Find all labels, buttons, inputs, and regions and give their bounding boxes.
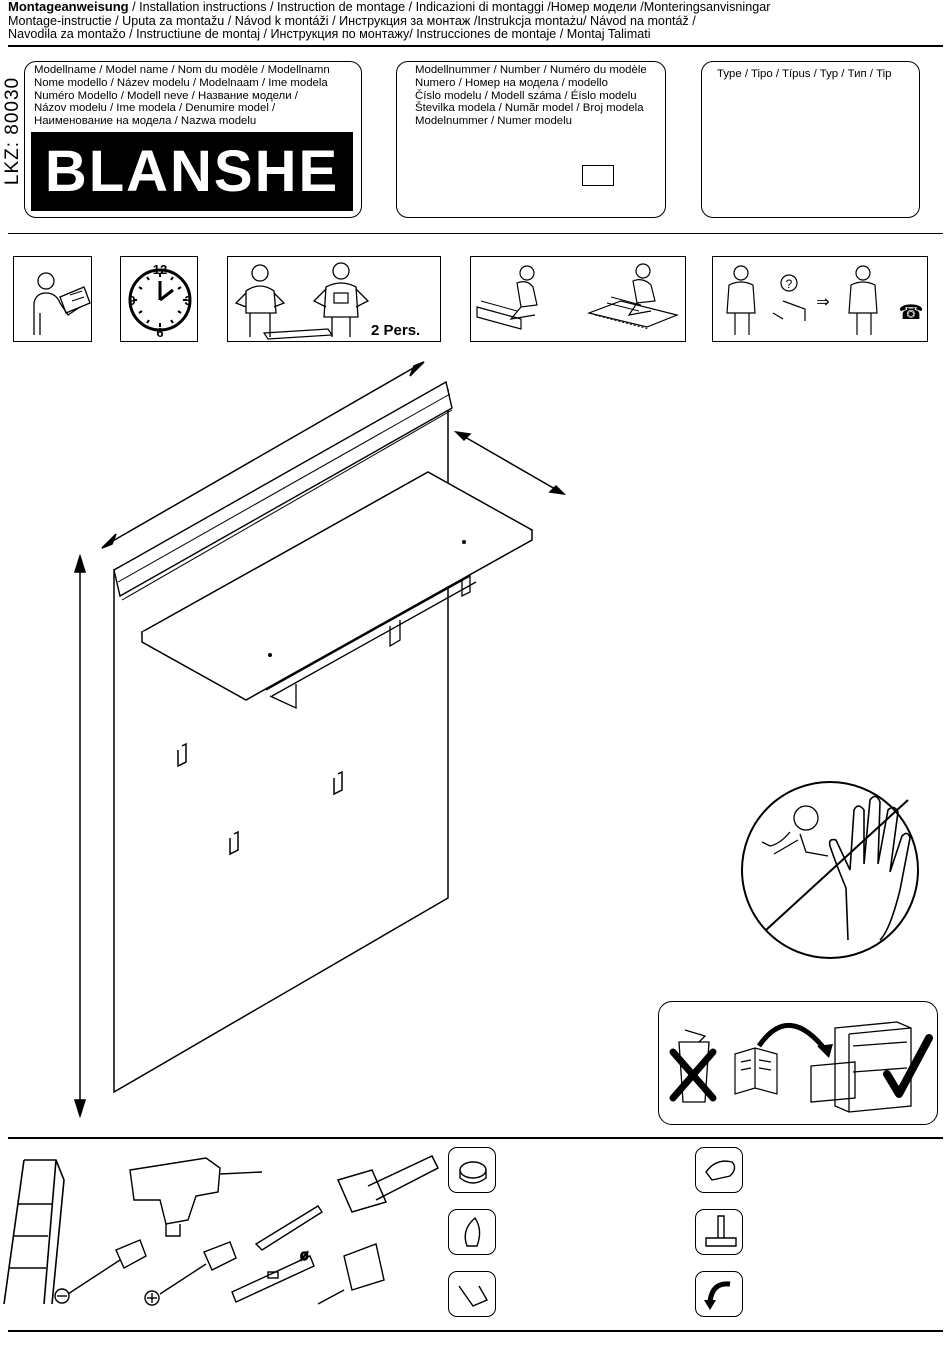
svg-text:⇒: ⇒ (816, 292, 829, 311)
svg-text:12: 12 (153, 262, 167, 277)
rubber-mallet-icon-box (695, 1209, 743, 1255)
flat-screwdriver-icon (54, 1239, 147, 1304)
ladder-icon (3, 1159, 65, 1305)
person-reading-icon (33, 272, 91, 335)
check-mark-icon (883, 1034, 933, 1098)
mallet-icon (705, 1215, 737, 1247)
stop-hand-icon (828, 795, 911, 941)
section-rule (8, 233, 943, 234)
hammer-icon (336, 1155, 440, 1213)
tape-measure-icon (317, 1243, 385, 1305)
svg-text:?: ? (786, 277, 793, 291)
model-number-box: Modellnummer / Number / Numéro du modèle… (396, 61, 666, 218)
svg-text:☎: ☎ (899, 300, 924, 324)
two-workers-icon (234, 262, 370, 340)
missing-parts-contact-pictogram: ? ⇒ ☎ (712, 256, 928, 342)
header-line-2: Montage-instructie / Uputa za montažu / … (8, 13, 696, 28)
filing-cabinet-icon (810, 1021, 912, 1113)
model-number-field (582, 165, 614, 186)
time-pictogram: 12 3 6 9 (120, 256, 198, 342)
header: Montageanweisung / Installation instruct… (8, 0, 943, 42)
cleaning-icon-box (448, 1271, 496, 1317)
floor-assembly-icon (476, 263, 679, 330)
booklet-icon (734, 1047, 778, 1095)
drill-bit-icon: ø (254, 1205, 323, 1265)
drill-icon (129, 1157, 263, 1237)
coat-hook-2 (333, 770, 343, 796)
svg-text:3: 3 (184, 293, 191, 308)
model-number-label-2: Numero / Номер на модела / modello (415, 76, 608, 89)
type-label: Type / Tipo / Típus / Typ / Тип / Tip (717, 68, 892, 80)
adhesive-tape-icon (459, 1161, 487, 1184)
header-rule (8, 45, 943, 47)
model-name-label-5: Наименование на модела / Nazwa modelu (34, 115, 257, 128)
keep-instructions-box (658, 1001, 938, 1125)
assemble-on-floor-pictogram (470, 256, 686, 342)
model-name-label-1: Modellname / Model name / Nom du modèle … (34, 64, 330, 76)
rotate-arrow-icon (704, 1281, 731, 1310)
model-number-label-3: Číslo modelu / Modell száma / Éíslo mode… (415, 89, 637, 102)
tools-rule-bottom (8, 1330, 943, 1332)
model-name-label-4: Názov modelu / Ime modela / Denumire mod… (34, 102, 276, 115)
type-box: Type / Tipo / Típus / Typ / Тип / Tip (701, 61, 920, 218)
baby-icon (761, 805, 829, 857)
model-name-label-2: Nome modello / Název modelu / Modelnaam … (34, 76, 328, 89)
header-line-3: Navodila za montažo / Instructiune de mo… (8, 27, 651, 42)
curved-arrow (756, 1022, 829, 1054)
model-number-label-5: Modelnummer / Numer modelu (415, 115, 572, 128)
trash-bin-icon (678, 1029, 710, 1103)
rotate-icon-box (695, 1271, 743, 1317)
model-name-box: Modellname / Model name / Nom du modèle … (24, 61, 362, 218)
cross-mark-icon (669, 1048, 717, 1102)
tools-rule-top (8, 1137, 943, 1139)
cross-screwdriver-icon (144, 1241, 237, 1306)
glue-icon-box (448, 1209, 496, 1255)
gloves-icon-box (695, 1147, 743, 1193)
keep-instructions-icon (669, 1021, 933, 1113)
header-line-1-rest: / Installation instructions / Instructio… (128, 0, 771, 14)
height-dimension-arrow (73, 553, 87, 1119)
dustpan-icon (458, 1285, 488, 1307)
svg-text:9: 9 (128, 293, 135, 308)
depth-dimension-arrow (453, 430, 567, 496)
hand-icon (705, 1160, 736, 1181)
model-number-label-4: Številka modela / Număr model / Broj mod… (415, 102, 644, 115)
model-number-label-1: Modellnummer / Number / Numéro du modèle (415, 64, 647, 76)
required-tools-illustration: ø (3, 1155, 440, 1306)
hanging-rail (265, 575, 477, 710)
coat-hook-1 (177, 742, 187, 768)
svg-text:ø: ø (300, 1248, 309, 1264)
child-safety-pictogram (741, 781, 919, 959)
persons-label: 2 Pers. (371, 322, 421, 339)
read-instructions-pictogram (13, 256, 92, 342)
ask-for-help-icon: ? ⇒ ☎ (726, 265, 924, 335)
model-name-labels: Modellname / Model name / Nom du modèle … (34, 64, 330, 128)
shelf-front (141, 530, 533, 701)
glue-drop-icon (464, 1216, 481, 1247)
header-title: Montageanweisung (8, 0, 129, 14)
coat-hook-3 (229, 830, 239, 856)
tape-icon-box (448, 1147, 496, 1193)
width-dimension-arrow (101, 361, 425, 549)
svg-text:6: 6 (156, 325, 163, 340)
model-number-labels: Modellnummer / Number / Numéro du modèle… (415, 64, 647, 128)
spirit-level-icon (231, 1255, 315, 1303)
two-persons-pictogram (227, 256, 441, 342)
clock-icon: 12 3 6 9 (128, 262, 191, 340)
model-name-label-3: Numéro Modello / Modell neve / Название … (34, 89, 298, 102)
header-line-1: Montageanweisung / Installation instruct… (8, 0, 943, 15)
brand-name: BLANSHE (31, 132, 353, 211)
